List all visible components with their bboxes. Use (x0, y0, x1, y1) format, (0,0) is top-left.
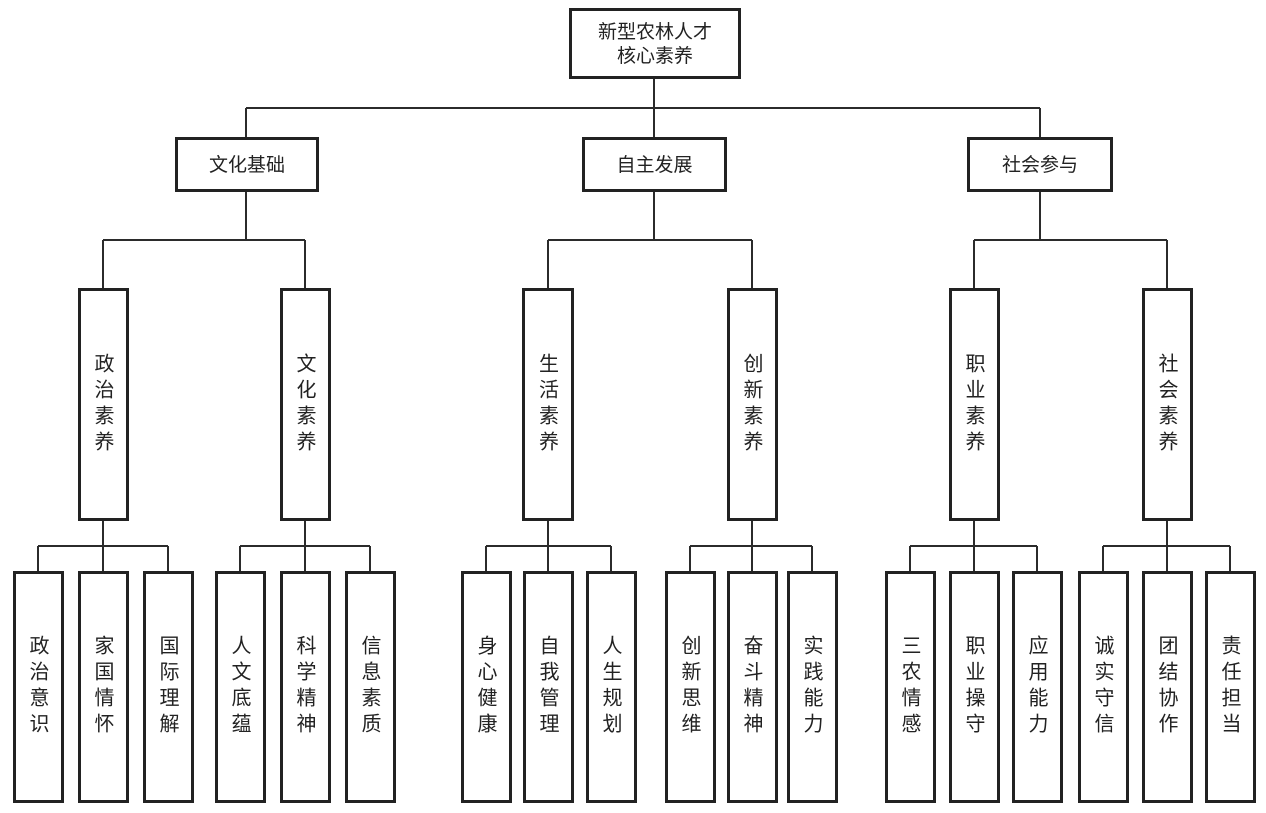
subcategory-node: 社会素养 (1142, 288, 1193, 521)
leaf-label: 自我管理 (536, 635, 560, 739)
leaf-node: 人文底蕴 (215, 571, 266, 803)
leaf-label: 信息素质 (358, 635, 382, 739)
leaf-label: 团结协作 (1155, 635, 1179, 739)
leaf-label: 创新思维 (678, 635, 702, 739)
leaf-node: 奋斗精神 (727, 571, 778, 803)
leaf-node: 信息素质 (345, 571, 396, 803)
subcategory-node: 文化素养 (280, 288, 331, 521)
category-label: 自主发展 (616, 153, 693, 176)
leaf-node: 科学精神 (280, 571, 331, 803)
subcategory-node: 政治素养 (78, 288, 129, 521)
subcategory-node: 职业素养 (949, 288, 1000, 521)
subcategory-label: 政治素养 (91, 352, 115, 457)
root-node: 新型农林人才 核心素养 (569, 8, 741, 79)
leaf-node: 政治意识 (13, 571, 64, 803)
category-label: 社会参与 (1001, 153, 1078, 176)
leaf-node: 应用能力 (1012, 571, 1063, 803)
leaf-label: 人生规划 (599, 635, 623, 739)
leaf-node: 身心健康 (461, 571, 512, 803)
subcategory-node: 生活素养 (522, 288, 574, 521)
subcategory-label: 创新素养 (740, 352, 764, 457)
leaf-label: 政治意识 (26, 635, 50, 739)
leaf-label: 职业操守 (962, 635, 986, 739)
subcategory-label: 社会素养 (1155, 352, 1179, 457)
leaf-node: 责任担当 (1205, 571, 1256, 803)
category-social-participation: 社会参与 (967, 137, 1113, 192)
category-label: 文化基础 (208, 153, 285, 176)
leaf-label: 身心健康 (474, 635, 498, 739)
leaf-label: 实践能力 (800, 635, 824, 739)
category-self-development: 自主发展 (582, 137, 727, 192)
leaf-node: 诚实守信 (1078, 571, 1129, 803)
root-label: 新型农林人才 核心素养 (597, 20, 712, 67)
leaf-label: 责任担当 (1218, 635, 1242, 739)
leaf-label: 奋斗精神 (740, 635, 764, 739)
leaf-node: 实践能力 (787, 571, 838, 803)
category-cultural-foundation: 文化基础 (175, 137, 319, 192)
subcategory-label: 职业素养 (962, 352, 986, 457)
leaf-label: 科学精神 (293, 635, 317, 739)
leaf-node: 家国情怀 (78, 571, 129, 803)
leaf-node: 自我管理 (523, 571, 574, 803)
leaf-label: 人文底蕴 (228, 635, 252, 739)
leaf-node: 团结协作 (1142, 571, 1193, 803)
leaf-node: 创新思维 (665, 571, 716, 803)
leaf-label: 三农情感 (898, 635, 922, 739)
leaf-node: 三农情感 (885, 571, 936, 803)
leaf-node: 职业操守 (949, 571, 1000, 803)
leaf-label: 家国情怀 (91, 635, 115, 739)
leaf-label: 国际理解 (156, 635, 180, 739)
leaf-node: 国际理解 (143, 571, 194, 803)
subcategory-node: 创新素养 (727, 288, 778, 521)
leaf-label: 应用能力 (1025, 635, 1049, 739)
subcategory-label: 文化素养 (293, 352, 317, 457)
leaf-label: 诚实守信 (1091, 635, 1115, 739)
leaf-node: 人生规划 (586, 571, 637, 803)
subcategory-label: 生活素养 (535, 352, 560, 457)
